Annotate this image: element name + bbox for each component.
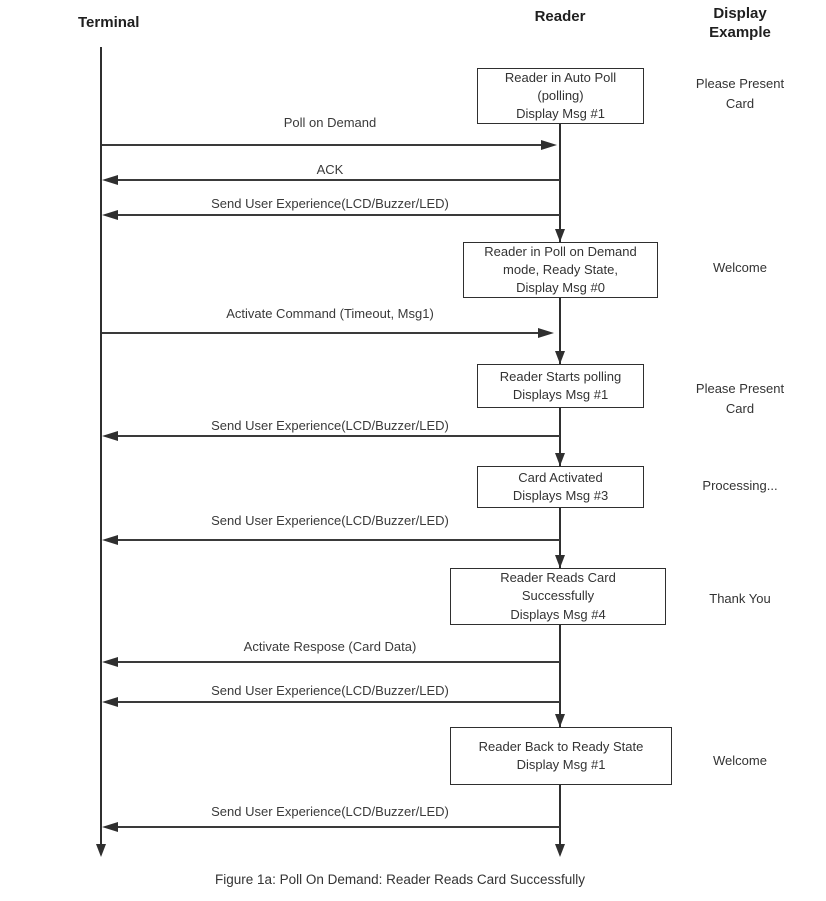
arrowhead-left-icon [102, 822, 118, 832]
message-label: ACK [316, 162, 344, 177]
terminal-lifeline-end-arrow-icon [96, 844, 106, 857]
message-label: Send User Experience(LCD/Buzzer/LED) [211, 683, 449, 698]
arrowhead-right-icon [538, 328, 554, 338]
arrowhead-left-icon [102, 535, 118, 545]
message-arrow-left [118, 701, 560, 703]
lifeline-down-arrow-icon [555, 453, 565, 466]
state-box-line: Reader Reads Card [500, 570, 616, 586]
arrowhead-left-icon [102, 210, 118, 220]
state-box-line: Display Msg #0 [516, 280, 605, 296]
message-arrow-left [118, 214, 560, 216]
message-arrow-right [102, 332, 540, 334]
message-label: Send User Experience(LCD/Buzzer/LED) [211, 418, 449, 433]
state-box-reader-starts-polling: Reader Starts polling Displays Msg #1 [477, 364, 644, 408]
state-box-line: Reader Starts polling [499, 368, 622, 384]
arrowhead-left-icon [102, 431, 118, 441]
state-box-line: Reader in Poll on Demand [484, 243, 637, 259]
state-box-line: (polling) [537, 87, 584, 103]
state-box-card-activated: Card Activated Displays Msg #3 [477, 466, 644, 508]
figure-caption: Figure 1a: Poll On Demand: Reader Reads … [215, 872, 585, 887]
message-label: Activate Respose (Card Data) [243, 639, 417, 654]
display-example-header-line2: Example [709, 23, 771, 41]
message-arrow-left [118, 539, 560, 541]
state-box-line: Reader Back to Ready State [478, 738, 644, 754]
state-box-line: Reader in Auto Poll [504, 69, 617, 85]
lifeline-down-arrow-icon [555, 351, 565, 364]
display-example-text: Welcome [713, 753, 767, 768]
reader-header: Reader [534, 8, 586, 25]
arrowhead-left-icon [102, 697, 118, 707]
display-example-text: Please Present Card [695, 76, 785, 111]
state-box-line: mode, Ready State, [503, 261, 618, 277]
state-box-line: Displays Msg #3 [512, 488, 609, 503]
state-box-line: Successfully [521, 588, 595, 604]
message-arrow-left [118, 179, 560, 181]
message-arrow-left [118, 826, 560, 828]
display-example-text: Please Present Card [695, 381, 785, 416]
message-label: Poll on Demand [283, 115, 377, 130]
message-label: Send User Experience(LCD/Buzzer/LED) [211, 513, 449, 528]
lifeline-down-arrow-icon [555, 555, 565, 568]
message-arrow-right [102, 144, 543, 146]
state-box-line: Display Msg #1 [516, 757, 606, 772]
display-example-text: Processing... [702, 478, 778, 493]
display-example-header: Display Example [680, 5, 800, 43]
arrowhead-left-icon [102, 175, 118, 185]
lifeline-down-arrow-icon [555, 714, 565, 727]
message-arrow-left [118, 435, 560, 437]
terminal-header: Terminal [78, 14, 140, 31]
state-box-line: Card Activated [518, 469, 603, 485]
state-box-reader-reads-card: Reader Reads Card Successfully Displays … [450, 568, 666, 625]
state-box-line: Display Msg #1 [516, 106, 605, 122]
state-box-line: Displays Msg #1 [512, 387, 609, 402]
message-label: Activate Command (Timeout, Msg1) [226, 306, 434, 321]
reader-lifeline-end-arrow-icon [555, 844, 565, 857]
message-arrow-left [118, 661, 560, 663]
terminal-lifeline [100, 47, 102, 845]
display-example-text: Welcome [713, 260, 767, 275]
arrowhead-left-icon [102, 657, 118, 667]
state-box-reader-auto-poll: Reader in Auto Poll (polling) Display Ms… [477, 68, 644, 124]
lifeline-down-arrow-icon [555, 229, 565, 242]
display-example-text: Thank You [709, 591, 771, 606]
arrowhead-right-icon [541, 140, 557, 150]
display-example-header-line1: Display [713, 5, 767, 22]
message-label: Send User Experience(LCD/Buzzer/LED) [211, 804, 449, 819]
state-box-reader-back-to-ready: Reader Back to Ready State Display Msg #… [450, 727, 672, 785]
state-box-poll-on-demand-ready: Reader in Poll on Demand mode, Ready Sta… [463, 242, 658, 298]
message-label: Send User Experience(LCD/Buzzer/LED) [211, 196, 449, 211]
state-box-line: Displays Msg #4 [510, 606, 606, 622]
